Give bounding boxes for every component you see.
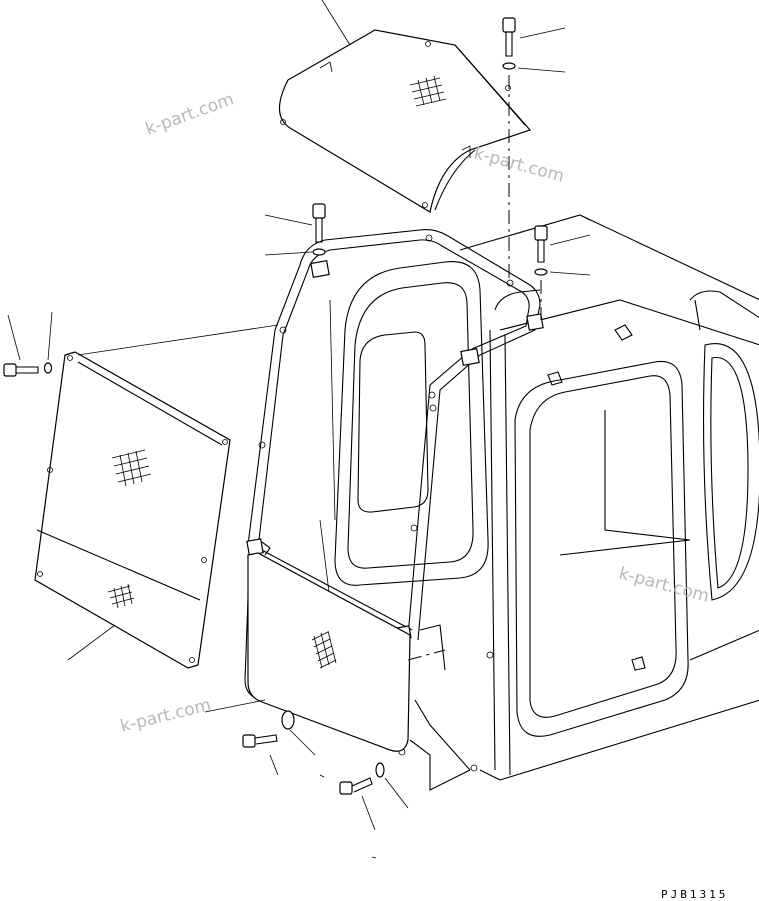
bolt-icon bbox=[242, 734, 256, 748]
leader-lines bbox=[7, 0, 591, 859]
hardware bbox=[3, 17, 548, 795]
washer-icon bbox=[281, 710, 295, 730]
watermark-text: k-part.com bbox=[617, 564, 712, 607]
watermark-text: k-part.com bbox=[472, 144, 567, 187]
lower-guard-panel bbox=[247, 552, 411, 752]
watermark-text: k-part.com bbox=[143, 89, 237, 139]
side-guard-panel bbox=[34, 351, 231, 669]
cab-body bbox=[319, 214, 759, 791]
bolt-icon bbox=[312, 203, 326, 219]
watermark-text: k-part.com bbox=[118, 695, 213, 737]
washer-icon bbox=[312, 248, 326, 256]
bolt-icon bbox=[339, 781, 353, 795]
washer-icon bbox=[43, 362, 53, 374]
washer-icon bbox=[534, 268, 548, 276]
washer-icon bbox=[375, 762, 385, 778]
drawing-code: PJB1315 bbox=[661, 888, 728, 901]
top-guard bbox=[278, 29, 532, 213]
guard-frame bbox=[244, 229, 544, 772]
bolt-icon bbox=[534, 225, 548, 241]
bolt-icon bbox=[502, 17, 516, 33]
washer-icon bbox=[502, 62, 516, 70]
bolt-icon bbox=[3, 363, 17, 377]
